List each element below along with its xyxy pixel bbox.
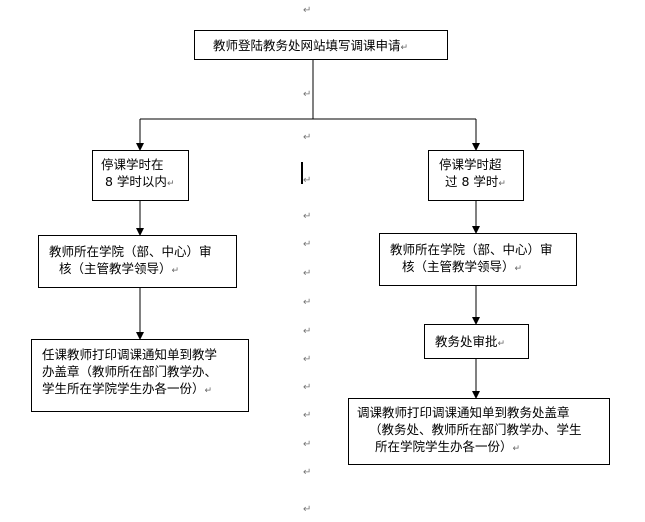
paragraph-mark: ↵ [303, 326, 312, 337]
right-approve-text: 教务处审批 [435, 334, 498, 349]
title-text: 教师登陆教务处网站填写调课申请 [213, 38, 401, 53]
left-condition-line-1: 停课学时在 [101, 157, 164, 172]
right-review-line-2: 核（主管教学领导）↵ [402, 259, 523, 274]
right-condition-line-1: 停课学时超 [439, 157, 502, 172]
left-review-box: 教师所在学院（部、中心）审 核（主管教学领导）↵ [38, 235, 237, 288]
left-print-line-1: 任课教师打印调课通知单到教学 [42, 347, 218, 362]
left-review-line-1: 教师所在学院（部、中心）审 [49, 244, 212, 259]
paragraph-mark: ↵ [303, 467, 312, 478]
return-mark: ↵ [400, 43, 409, 53]
left-review-line-2: 核（主管教学领导）↵ [59, 261, 180, 276]
title-box: 教师登陆教务处网站填写调课申请↵ [194, 30, 448, 60]
right-approve-box: 教务处审批↵ [424, 324, 529, 359]
paragraph-mark: ↵ [303, 239, 312, 250]
paragraph-mark: ↵ [303, 504, 312, 515]
right-print-line-1: 调课教师打印调课通知单到教务处盖章 [357, 405, 570, 420]
paragraph-mark: ↵ [303, 5, 312, 16]
paragraph-mark: ↵ [303, 382, 312, 393]
right-print-line-3: 所在学院学生办各一份）↵ [375, 439, 521, 454]
left-condition-line-2: 8 学时以内↵ [105, 174, 175, 189]
right-print-box: 调课教师打印调课通知单到教务处盖章 （教务处、教师所在部门教学办、学生 所在学院… [348, 398, 610, 465]
left-condition-box: 停课学时在 8 学时以内↵ [92, 150, 189, 201]
paragraph-mark: ↵ [303, 175, 312, 186]
left-print-line-3: 学生所在学院学生办各一份）↵ [42, 381, 213, 396]
right-review-line-1: 教师所在学院（部、中心）审 [390, 242, 553, 257]
paragraph-mark: ↵ [303, 211, 312, 222]
trunk-connector [140, 60, 476, 120]
right-condition-box: 停课学时超 过 8 学时↵ [428, 150, 524, 201]
paragraph-mark: ↵ [303, 132, 312, 143]
left-print-line-2: 办盖章（教师所在部门教学办、 [42, 364, 218, 379]
paragraph-mark: ↵ [303, 89, 312, 100]
paragraph-mark: ↵ [303, 297, 312, 308]
paragraph-mark: ↵ [303, 268, 312, 279]
right-review-box: 教师所在学院（部、中心）审 核（主管教学领导）↵ [379, 233, 577, 286]
paragraph-mark: ↵ [303, 410, 312, 421]
left-print-box: 任课教师打印调课通知单到教学 办盖章（教师所在部门教学办、 学生所在学院学生办各… [31, 339, 249, 412]
right-condition-line-2: 过 8 学时↵ [445, 174, 506, 189]
paragraph-mark: ↵ [303, 439, 312, 450]
right-print-line-2: （教务处、教师所在部门教学办、学生 [369, 422, 582, 437]
paragraph-mark: ↵ [303, 354, 312, 365]
